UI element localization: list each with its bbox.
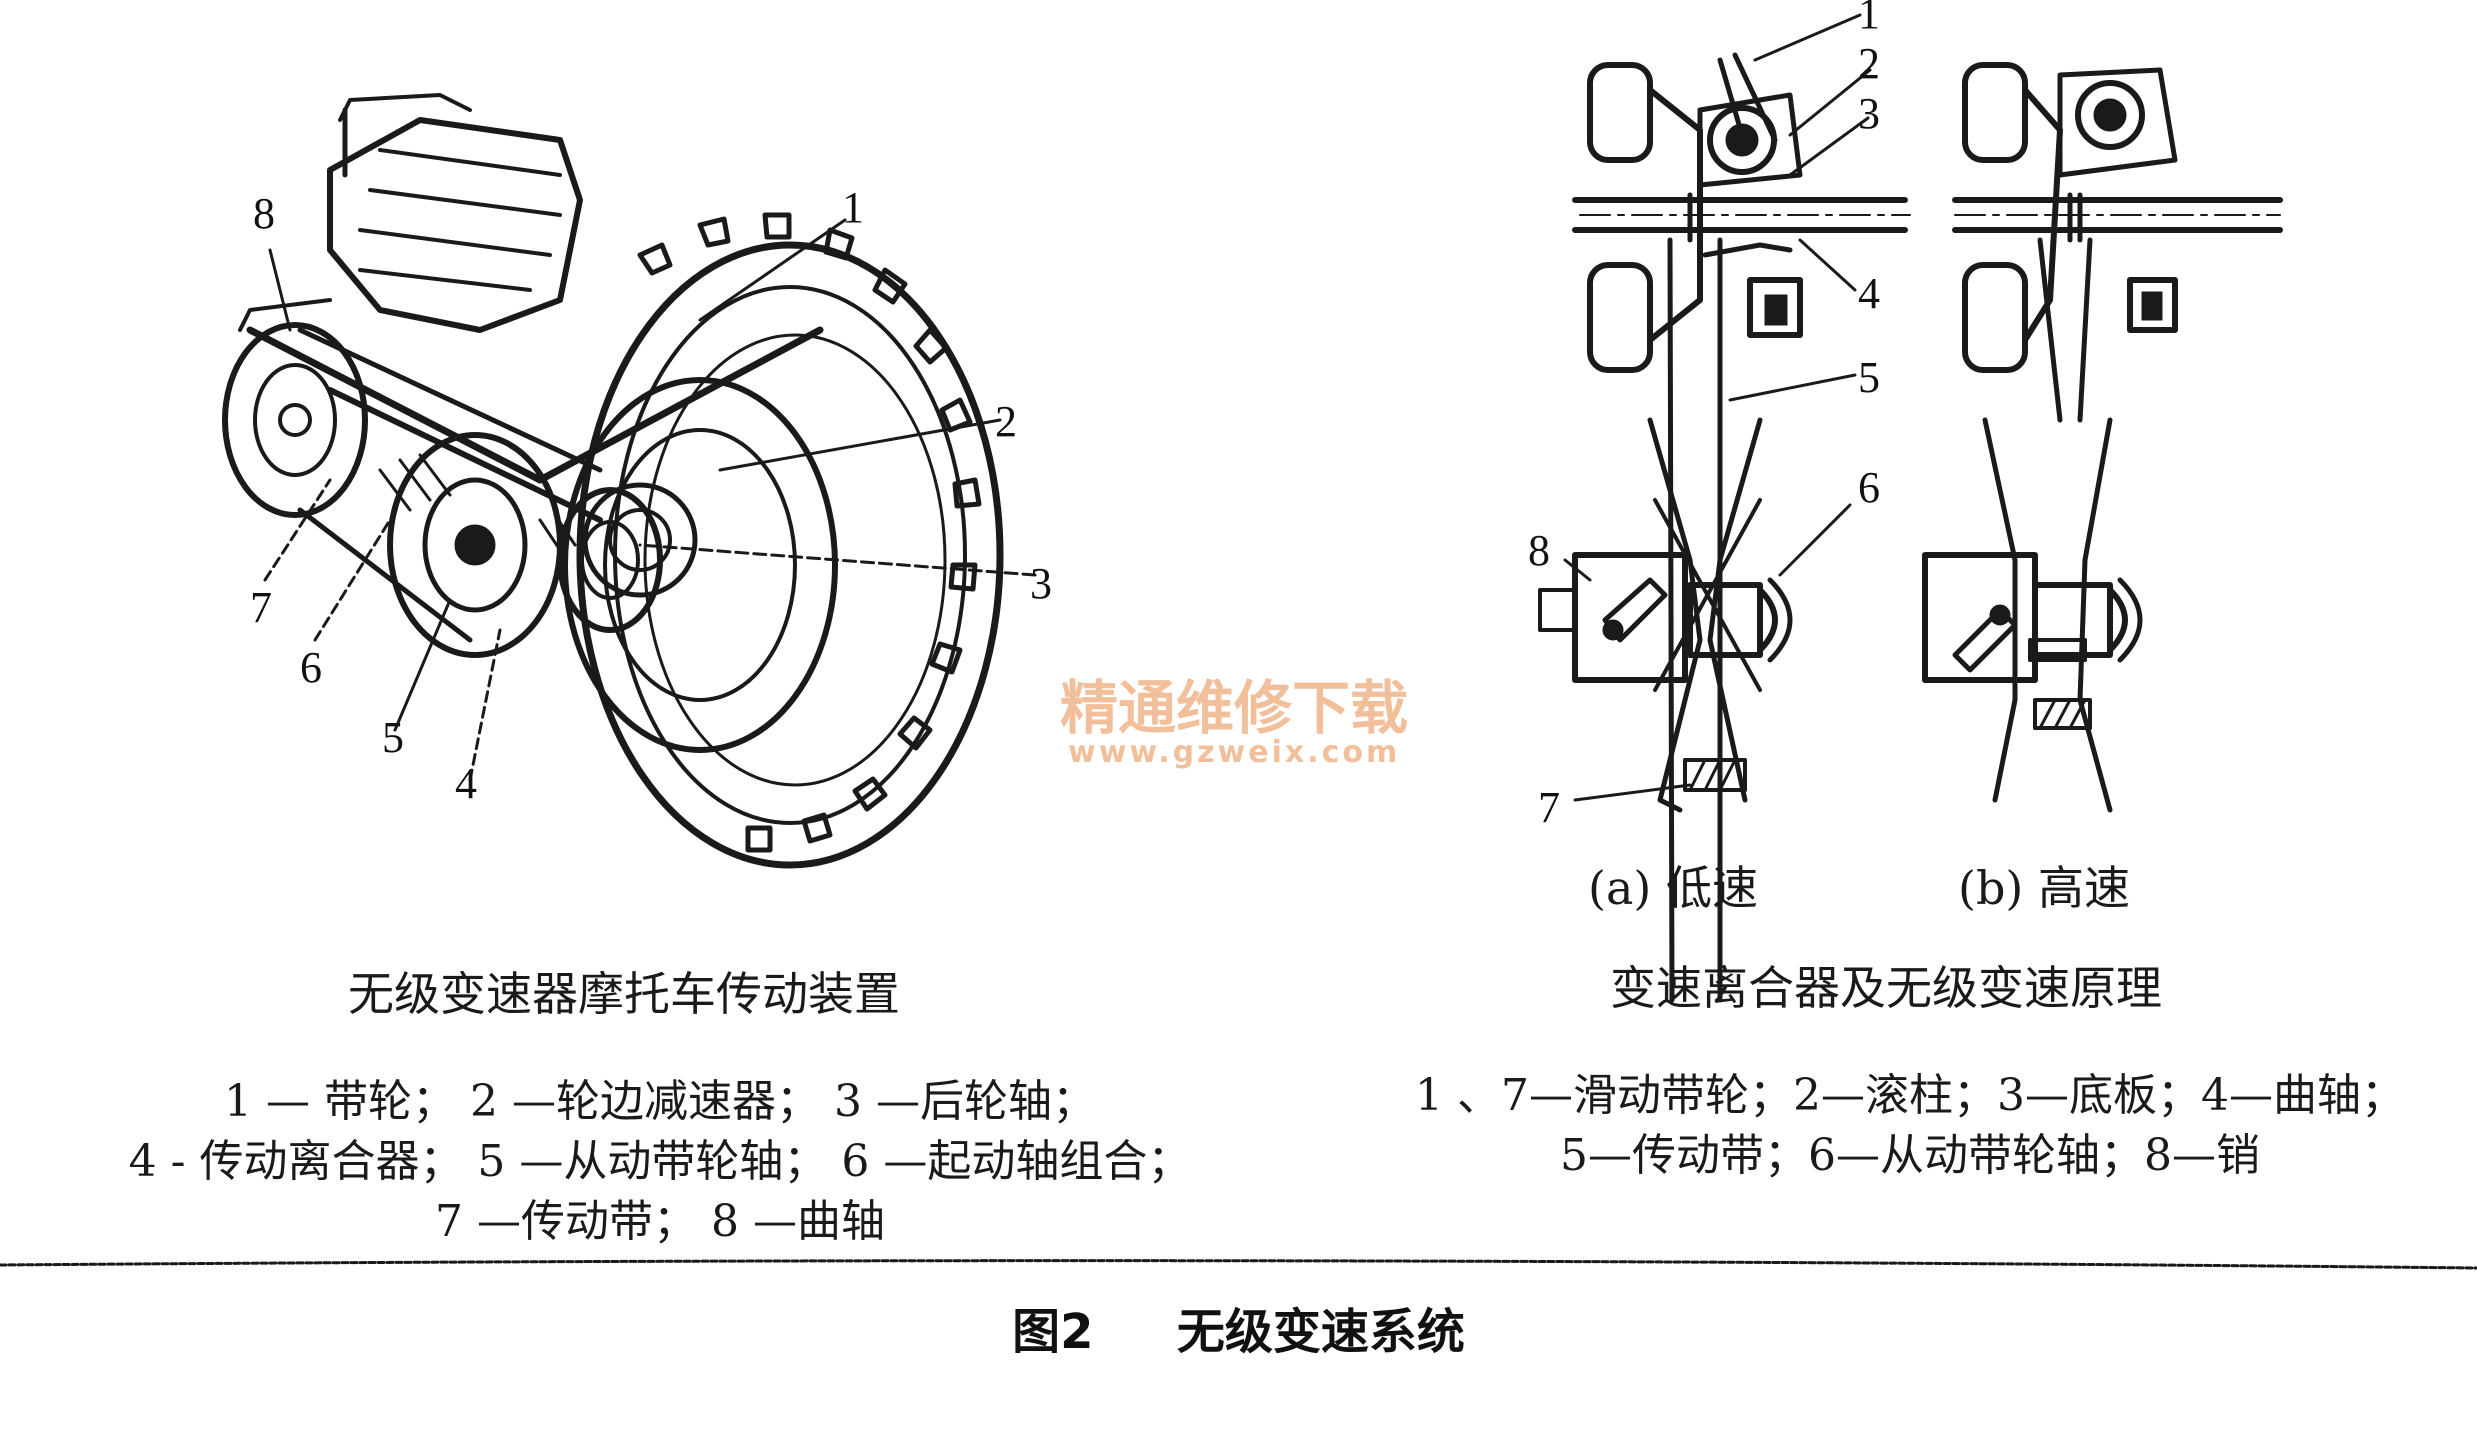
watermark-line2: www.gzweix.com bbox=[1068, 735, 1400, 770]
callout-2: 2 bbox=[995, 397, 1017, 446]
high-speed-diagram bbox=[1922, 62, 2283, 813]
callout-5: 5 bbox=[1858, 353, 1880, 402]
callout-1: 1 bbox=[842, 183, 864, 232]
callout-4: 4 bbox=[455, 759, 477, 808]
callout-6: 6 bbox=[300, 643, 322, 692]
figure-label: 图2 bbox=[1012, 1304, 1094, 1360]
watermark: 精通维修下载 www.gzweix.com bbox=[1060, 674, 1408, 770]
right-callouts: 1 2 3 4 5 6 8 7 bbox=[1528, 0, 1880, 832]
left-legend-line: 1 — 带轮； 2 —轮边减速器； 3 —后轮轴； bbox=[224, 1076, 1096, 1127]
callout-6: 6 bbox=[1858, 463, 1880, 512]
subcaption-high-speed: (b) 高速 bbox=[1958, 861, 2130, 915]
callout-8: 8 bbox=[1528, 526, 1550, 575]
low-speed-diagram bbox=[1538, 13, 1911, 1003]
figure-title-text: 无级变速系统 bbox=[1176, 1304, 1465, 1360]
right-figure-caption: 变速离合器及无级变速原理 bbox=[1610, 961, 2162, 1015]
left-figure-caption: 无级变速器摩托车传动装置 bbox=[348, 967, 900, 1021]
bottom-divider bbox=[0, 1259, 2477, 1270]
callout-7: 7 bbox=[1538, 783, 1560, 832]
right-legend-line: 1 、7—滑动带轮；2—滚柱；3—底板；4—曲轴； bbox=[1415, 1070, 2405, 1121]
callout-3: 3 bbox=[1858, 89, 1880, 138]
subcaption-low-speed: (a) 低速 bbox=[1588, 861, 1758, 915]
left-legend-line: 4 - 传动离合器； 5 —从动带轮轴； 6 —起动轴组合； bbox=[128, 1136, 1192, 1187]
left-legend-line: 7 —传动带； 8 —曲轴 bbox=[435, 1196, 885, 1247]
right-legend: 1 、7—滑动带轮；2—滚柱；3—底板；4—曲轴； 5—传动带；6—从动带轮轴；… bbox=[1360, 1066, 2460, 1186]
callout-8: 8 bbox=[253, 189, 275, 238]
callout-5: 5 bbox=[382, 713, 404, 762]
left-legend: 1 — 带轮； 2 —轮边减速器； 3 —后轮轴； 4 - 传动离合器； 5 —… bbox=[40, 1072, 1280, 1252]
callout-7: 7 bbox=[250, 583, 272, 632]
figure-title: 图2 无级变速系统 bbox=[0, 1292, 2477, 1362]
watermark-line1: 精通维修下载 bbox=[1060, 674, 1408, 742]
right-legend-line: 5—传动带；6—从动带轮轴；8—销 bbox=[1560, 1130, 2260, 1181]
callout-1: 1 bbox=[1858, 0, 1880, 38]
rear-wheel-tire bbox=[576, 241, 1004, 869]
left-callouts: 1 2 3 4 5 6 7 8 bbox=[250, 183, 1052, 808]
callout-4: 4 bbox=[1858, 269, 1880, 318]
callout-3: 3 bbox=[1030, 559, 1052, 608]
motorcycle-drivetrain-drawing bbox=[222, 93, 1037, 869]
callout-2: 2 bbox=[1858, 39, 1880, 88]
